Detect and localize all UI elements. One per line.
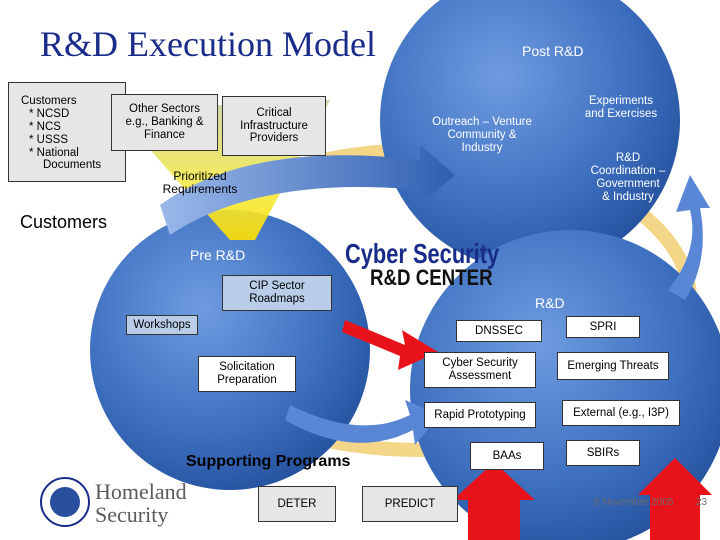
workshops-box: Workshops (126, 315, 198, 335)
red-arrow-supporting (638, 458, 712, 540)
homeland-logo-line2: Security (95, 502, 169, 527)
solicitation-box: Solicitation Preparation (198, 356, 296, 392)
predict-box: PREDICT (362, 486, 458, 522)
page-title: R&D Execution Model (40, 24, 376, 64)
customers-item-4: * National (29, 146, 79, 159)
post-rd-circle (380, 0, 680, 270)
customers-item-2: * NCS (29, 120, 61, 133)
rd-coordination-label: R&D Coordination – Government & Industry (590, 152, 666, 203)
cyber-security-logo-line2: R&D CENTER (370, 265, 493, 290)
external-box: External (e.g., I3P) (562, 400, 680, 426)
arrow-prerd-to-rd (285, 400, 440, 445)
emerging-threats-box: Emerging Threats (557, 352, 669, 380)
dnssec-box: DNSSEC (456, 320, 542, 342)
baas-box: BAAs (470, 442, 544, 470)
spri-box: SPRI (566, 316, 640, 338)
deter-box: DETER (258, 486, 336, 522)
customers-big-label: Customers (20, 212, 108, 232)
footer-page-number: 23 (696, 497, 708, 508)
pre-rd-label: Pre R&D (190, 247, 246, 263)
customers-item-5: Documents (43, 159, 102, 172)
sbirs-box: SBIRs (566, 440, 640, 466)
red-arrow-prerd (342, 320, 438, 370)
arrow-prerd-to-postrd (160, 145, 455, 235)
customers-box: Customers * NCSD * NCS * USSS * National… (8, 82, 126, 182)
experiments-label: Experiments and Exercises (584, 95, 658, 120)
customers-item-3: * USSS (29, 133, 68, 146)
cyber-security-logo-line1: Cyber Security (345, 238, 500, 269)
other-sectors-box: Other Sectors e.g., Banking & Finance (111, 94, 218, 151)
dhs-seal-inner (50, 487, 80, 517)
footer-date: 8 November 2005 (594, 497, 674, 508)
rd-label: R&D (535, 295, 565, 311)
cyber-assessment-box: Cyber Security Assessment (424, 352, 536, 388)
supporting-programs-label: Supporting Programs (186, 453, 351, 470)
outreach-label: Outreach – Venture Community & Industry (432, 116, 532, 154)
critical-infrastructure-box: Critical Infrastructure Providers (222, 96, 326, 156)
rapid-prototyping-box: Rapid Prototyping (424, 402, 536, 428)
cip-roadmaps-box: CIP Sector Roadmaps (222, 275, 332, 311)
homeland-logo-line1: Homeland (95, 479, 187, 504)
post-rd-label: Post R&D (522, 43, 584, 59)
red-arrow-rd (453, 462, 535, 540)
prioritized-requirements-label: Prioritized Requirements (162, 169, 238, 197)
arrow-rd-to-postrd (668, 175, 710, 300)
customers-box-heading: Customers (21, 95, 77, 107)
customers-item-1: * NCSD (29, 107, 70, 120)
